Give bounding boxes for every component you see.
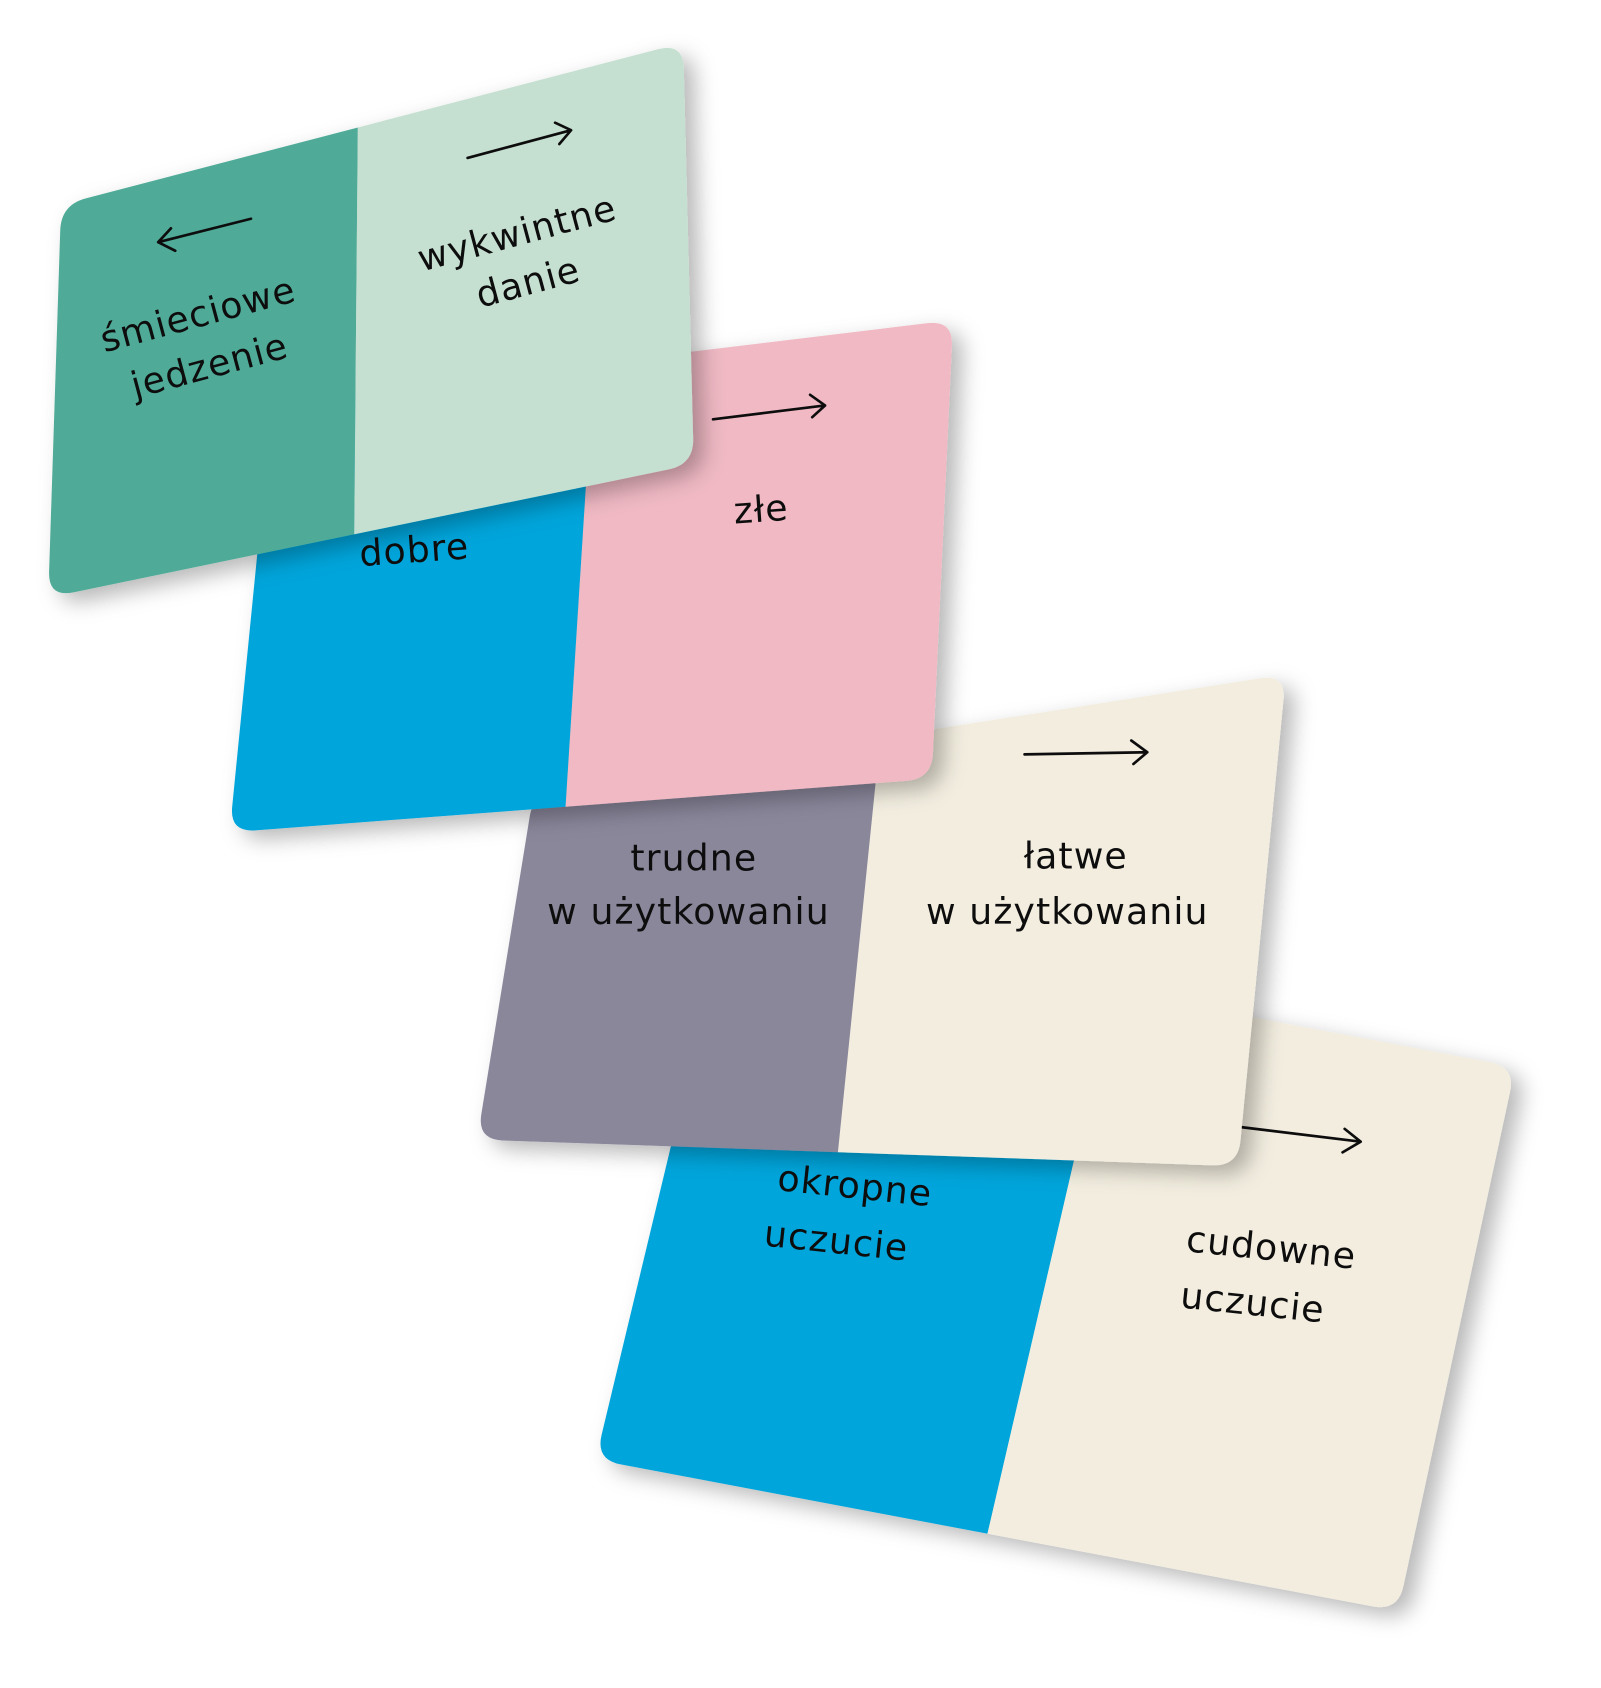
card-left-half bbox=[480, 768, 888, 1166]
right-arrow-icon bbox=[1236, 1125, 1363, 1154]
card-right-half bbox=[835, 677, 1284, 1166]
label-easy-to-use-1: łatwe bbox=[1024, 835, 1128, 878]
label-hard-to-use-1: trudne bbox=[630, 837, 757, 880]
label-hard-to-use-2: w użytkowaniu bbox=[547, 890, 830, 933]
right-arrow-icon bbox=[1023, 739, 1149, 766]
right-arrow-icon bbox=[466, 121, 573, 160]
label-good: dobre bbox=[358, 525, 471, 576]
card-right-half bbox=[353, 47, 694, 594]
card-usability: trudne w użytkowaniu łatwe w użytkowaniu bbox=[480, 677, 1284, 1166]
left-arrow-icon bbox=[156, 217, 253, 253]
label-bad: złe bbox=[732, 486, 790, 533]
label-easy-to-use-2: w użytkowaniu bbox=[926, 890, 1209, 933]
right-arrow-icon bbox=[711, 393, 827, 421]
